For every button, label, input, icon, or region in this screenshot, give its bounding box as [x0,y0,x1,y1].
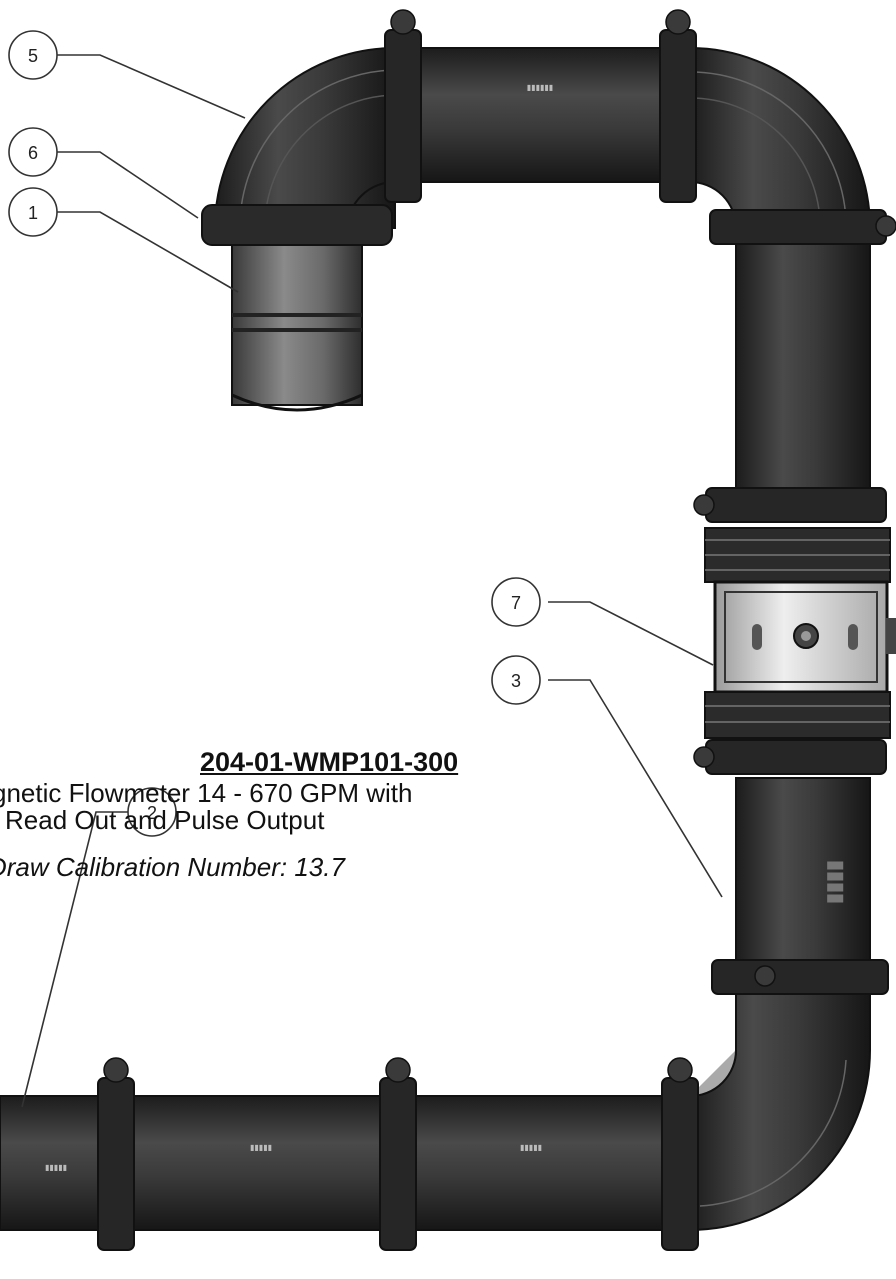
balloon-5-label: 5 [28,46,38,66]
elbow-bottom-right [689,967,871,1232]
balloon-2-label: 2 [147,803,157,823]
clamp-top-2 [659,29,697,203]
flowmeter-lower-rings [704,691,891,739]
balloon-5: 5 [8,30,58,80]
bolt-right-3 [693,746,715,768]
coupler-clamps [97,29,699,1251]
balloon-1-circle [8,187,58,237]
bolt-right-1 [875,215,896,237]
clamp-top-1 [384,29,422,203]
balloon-7-circle [491,577,541,627]
balloon-2-circle [127,787,177,837]
flowmeter-slot-left [752,624,762,650]
calibration-number: Draw Calibration Number: 13.7 [0,852,345,882]
leader-7 [548,601,714,666]
leader-2 [21,811,128,1108]
flowmeter-center-dot [801,631,811,641]
inlet-stub [231,244,363,406]
bottom-pipe-marking-3: ▮▮▮▮▮ [520,1143,542,1152]
balloon-5-circle [8,30,58,80]
elbow-top-right-arc2 [689,97,821,221]
bolt-top-1 [390,9,416,35]
leader-lines [21,54,723,1108]
elbow-top-right-arc [689,71,847,221]
part-number: 204-01-WMP101-300 [200,747,459,777]
bolt-bottom-2 [385,1057,411,1083]
elbow-top-right [689,46,872,229]
clamp-bottom-3 [661,1077,699,1251]
clamp-right-2 [705,487,887,523]
right-pipe-lower [735,777,871,969]
leader-3 [548,679,723,898]
top-pipe [394,47,691,183]
balloon-3-circle [491,655,541,705]
flowmeter-frame [724,591,878,683]
bolt-right-2 [693,494,715,516]
balloon-3: 3 [491,655,541,705]
top-pipe-marking: ▮▮▮▮▮▮ [527,83,553,92]
clamp-bolts [103,9,693,1083]
description-line-1: gnetic Flowmeter 14 - 670 GPM with [0,778,413,808]
balloon-3-label: 3 [511,671,521,691]
bottom-pipe-marking-2: ▮▮▮▮▮ [250,1143,272,1152]
bolt-right-4 [754,965,776,987]
balloon-1: 1 [8,187,58,237]
right-pipe-upper [735,227,871,491]
balloon-6-label: 6 [28,143,38,163]
flowmeter-side-knob [886,618,896,654]
clamp-right-4 [711,959,889,995]
clamp-right-1 [709,209,887,245]
leader-6 [56,151,199,219]
description-line-2: l Read Out and Pulse Output [0,805,325,835]
balloon-2: 2 [127,787,177,837]
balloon-6: 6 [8,127,58,177]
clamp-right-3 [705,739,887,775]
balloon-6-circle [8,127,58,177]
elbow-top-left-arc2 [264,94,396,221]
leader-1 [56,211,239,293]
right-pipe-logo: ▮▮▮▮ [825,860,847,904]
bolt-bottom-1 [103,1057,129,1083]
bolt-top-2 [665,9,691,35]
bottom-pipe-marking-1: ▮▮▮▮▮ [45,1163,67,1172]
leader-5 [56,54,246,119]
vertical-coupler-bolts [693,215,896,987]
elbow-top-left-arc [239,69,396,221]
balloon-7: 7 [491,577,541,627]
bolt-bottom-3 [667,1057,693,1083]
balloon-1-label: 1 [28,203,38,223]
balloon-7-label: 7 [511,593,521,613]
elbow-bottom-right-arc [699,1059,847,1207]
flowmeter-slot-right [848,624,858,650]
stub-bottom [231,393,363,412]
clamp-bottom-2 [379,1077,417,1251]
clamp-bottom-1 [97,1077,135,1251]
vertical-couplers [705,209,889,995]
inlet-clamp [201,204,393,246]
